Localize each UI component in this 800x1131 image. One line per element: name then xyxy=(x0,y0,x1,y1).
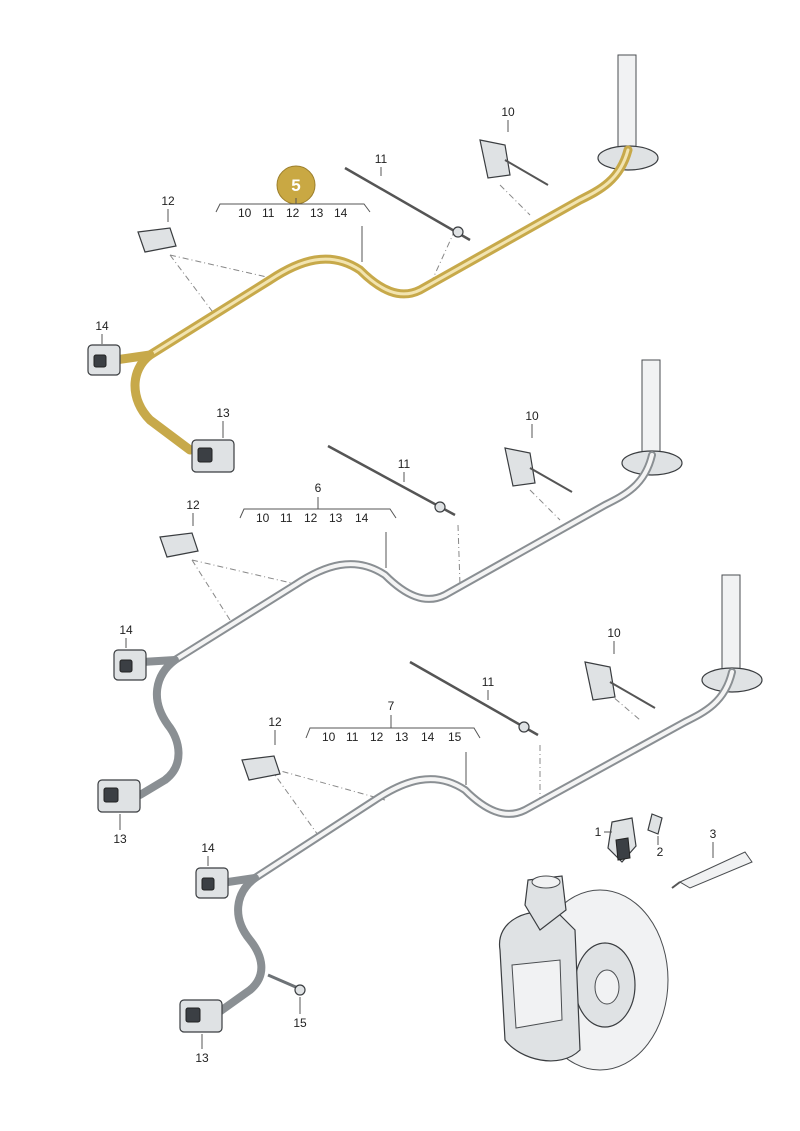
callout-13: 13 xyxy=(195,1051,209,1065)
group-item-label: 10 xyxy=(322,730,336,744)
group-item-label: 11 xyxy=(262,206,275,220)
group-bracket xyxy=(239,508,397,519)
cable-tie-11 xyxy=(327,444,456,517)
callout-10: 10 xyxy=(525,409,539,423)
callout-13: 13 xyxy=(113,832,127,846)
connector-socket xyxy=(201,877,215,891)
connector-socket xyxy=(103,787,119,803)
harness-branch xyxy=(138,656,179,666)
body-pass-through xyxy=(617,54,637,151)
body-pass-through xyxy=(721,574,741,671)
holder-strap xyxy=(529,467,573,493)
leader-line xyxy=(269,767,386,836)
group-bracket xyxy=(305,727,481,739)
cable-tie-11 xyxy=(344,166,471,242)
harness-group-1: 5 10 11 12 13 14 10 11 12 14 13 xyxy=(87,54,659,473)
group-item-label: 14 xyxy=(421,730,435,744)
cable-tie-clip xyxy=(518,721,530,733)
callout-14: 14 xyxy=(119,623,133,637)
group-item-label: 14 xyxy=(355,511,369,525)
callout-11: 11 xyxy=(398,457,411,471)
caliper-piston-housing xyxy=(511,959,563,1029)
brake-assembly: 1 2 3 xyxy=(498,813,753,1071)
harness-group-2: 6 10 11 12 13 14 10 11 12 14 13 xyxy=(97,359,683,846)
holder-strap xyxy=(504,159,549,186)
leader-line xyxy=(429,184,531,286)
harness-group-3: 7 10 11 12 13 14 15 10 11 12 14 15 13 xyxy=(179,574,763,1065)
harness-core xyxy=(173,453,654,662)
hub-center xyxy=(594,969,620,1005)
group-header-label: 7 xyxy=(388,699,395,713)
holder-10 xyxy=(479,139,511,179)
group-item-label: 10 xyxy=(256,511,270,525)
callout-12: 12 xyxy=(186,498,200,512)
bracket-12 xyxy=(159,532,199,558)
group-item-label: 11 xyxy=(346,730,359,744)
group-item-label: 12 xyxy=(370,730,384,744)
harness-highlight-core xyxy=(148,148,630,357)
connector-socket xyxy=(197,447,213,463)
holder-strap xyxy=(609,681,656,709)
callout-13: 13 xyxy=(216,406,230,420)
ground-lead xyxy=(267,973,299,990)
callout-2: 2 xyxy=(657,845,664,859)
group-header-label: 6 xyxy=(315,481,322,495)
group-item-label: 15 xyxy=(448,730,462,744)
group-item-label: 12 xyxy=(286,206,300,220)
connector-socket xyxy=(119,659,133,673)
steering-knuckle xyxy=(524,875,567,931)
harness-core xyxy=(253,670,734,880)
leader-line xyxy=(539,689,641,800)
wheel-speed-sensor-harness xyxy=(136,451,656,799)
callout-12: 12 xyxy=(161,194,175,208)
bracket-12 xyxy=(137,227,177,253)
ground-eyelet xyxy=(294,984,306,996)
grease-tube xyxy=(678,851,753,889)
cable-tie-clip xyxy=(452,226,464,238)
connector-socket xyxy=(185,1007,201,1023)
group-item-label: 12 xyxy=(304,511,318,525)
leader-line xyxy=(191,559,301,621)
harness-branch xyxy=(224,874,259,886)
sensor-tip xyxy=(615,837,631,861)
callout-11: 11 xyxy=(375,152,388,166)
group-badge-label: 5 xyxy=(291,176,300,195)
group-item-label: 10 xyxy=(238,206,252,220)
bracket-12 xyxy=(241,755,281,781)
callout-12: 12 xyxy=(268,715,282,729)
group-item-label: 11 xyxy=(280,511,293,525)
callout-10: 10 xyxy=(501,105,515,119)
group-item-label: 13 xyxy=(395,730,409,744)
connector-socket xyxy=(93,354,107,368)
group-item-label: 14 xyxy=(334,206,348,220)
callout-10: 10 xyxy=(607,626,621,640)
wheel-speed-sensor-harness-highlighted xyxy=(130,145,633,455)
harness-branch xyxy=(110,350,155,365)
leader-line xyxy=(169,254,281,316)
callout-3: 3 xyxy=(710,827,717,841)
cable-tie-clip xyxy=(434,501,446,513)
knuckle-bore xyxy=(531,875,561,889)
group-bracket xyxy=(215,203,371,213)
callout-11: 11 xyxy=(482,675,495,689)
callout-15: 15 xyxy=(293,1016,307,1030)
leader-line xyxy=(457,489,561,586)
cable-tie-11 xyxy=(409,660,539,737)
body-pass-through xyxy=(641,359,661,456)
grease-tube-nozzle xyxy=(671,881,681,889)
callout-1: 1 xyxy=(595,825,602,839)
callout-14: 14 xyxy=(201,841,215,855)
holder-10 xyxy=(504,447,536,487)
group-item-label: 13 xyxy=(310,206,324,220)
holder-10 xyxy=(584,661,616,701)
callout-14: 14 xyxy=(95,319,109,333)
group-item-label: 13 xyxy=(329,511,343,525)
bolt xyxy=(647,813,663,835)
